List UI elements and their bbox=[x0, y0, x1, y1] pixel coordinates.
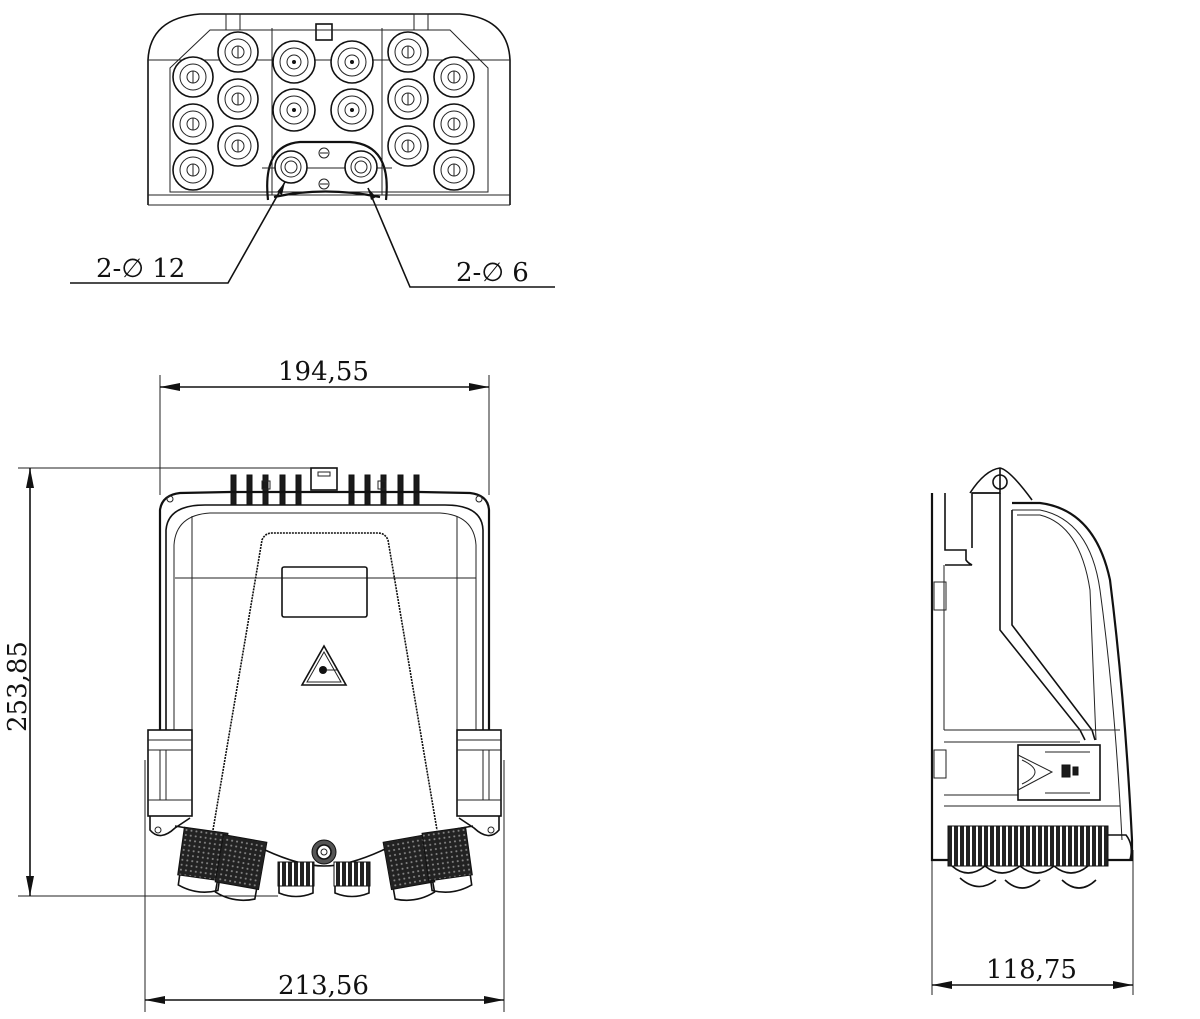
dimension-value: 118,75 bbox=[986, 955, 1077, 985]
cable-gland-icon bbox=[217, 78, 259, 120]
dimension-top-width: 194,55 bbox=[159, 357, 490, 495]
cable-gland-icon bbox=[387, 78, 429, 120]
hinge-ribs bbox=[230, 467, 420, 506]
latch-block bbox=[1017, 744, 1101, 801]
cable-gland-icon bbox=[214, 834, 268, 902]
cable-gland-icon bbox=[277, 861, 315, 898]
cable-gland-icon bbox=[272, 88, 316, 132]
top-view: 2-∅ 12 2-∅ 6 bbox=[70, 13, 555, 288]
cable-gland-icon bbox=[172, 56, 214, 98]
cable-gland-icon bbox=[330, 88, 374, 132]
cable-gland-icon bbox=[272, 40, 316, 84]
cable-gland-icon bbox=[330, 40, 374, 84]
callout-label: 2-∅ 6 bbox=[456, 258, 529, 288]
cable-gland-icon bbox=[217, 31, 259, 73]
cable-gland-icon bbox=[433, 103, 475, 145]
side-latch-right bbox=[456, 729, 502, 837]
side-view: 118,75 bbox=[930, 467, 1134, 995]
cable-gland-icon bbox=[433, 56, 475, 98]
cable-gland-icon bbox=[433, 149, 475, 191]
dimension-depth: 118,75 bbox=[931, 850, 1134, 995]
cable-gland-group bbox=[172, 31, 475, 191]
large-port-plate bbox=[262, 140, 392, 201]
cable-gland-icon bbox=[387, 125, 429, 167]
laser-warning-icon bbox=[300, 644, 348, 686]
cable-gland-icon bbox=[333, 861, 371, 898]
side-latch-left bbox=[147, 729, 193, 837]
screw-icon bbox=[311, 839, 337, 865]
cable-gland-icon bbox=[172, 103, 214, 145]
bottom-gland-group bbox=[177, 826, 473, 902]
cable-gland-icon bbox=[382, 834, 436, 902]
cable-gland-icon bbox=[217, 125, 259, 167]
cable-gland-icon bbox=[387, 31, 429, 73]
dimension-value: 194,55 bbox=[278, 357, 369, 387]
callout-2-dia-12: 2-∅ 12 bbox=[70, 181, 286, 284]
dimension-height: 253,85 bbox=[3, 467, 318, 897]
front-view: 194,55 253,85 213,56 bbox=[3, 357, 505, 1012]
callout-2-dia-6: 2-∅ 6 bbox=[367, 187, 555, 288]
callout-label: 2-∅ 12 bbox=[96, 254, 185, 284]
dimension-bottom-width: 213,56 bbox=[144, 760, 505, 1012]
dimension-value: 213,56 bbox=[278, 971, 369, 1001]
cable-gland-icon bbox=[172, 149, 214, 191]
cable-gland-icon bbox=[421, 826, 473, 893]
dimension-value: 253,85 bbox=[3, 641, 33, 732]
side-gland-group bbox=[947, 825, 1133, 889]
